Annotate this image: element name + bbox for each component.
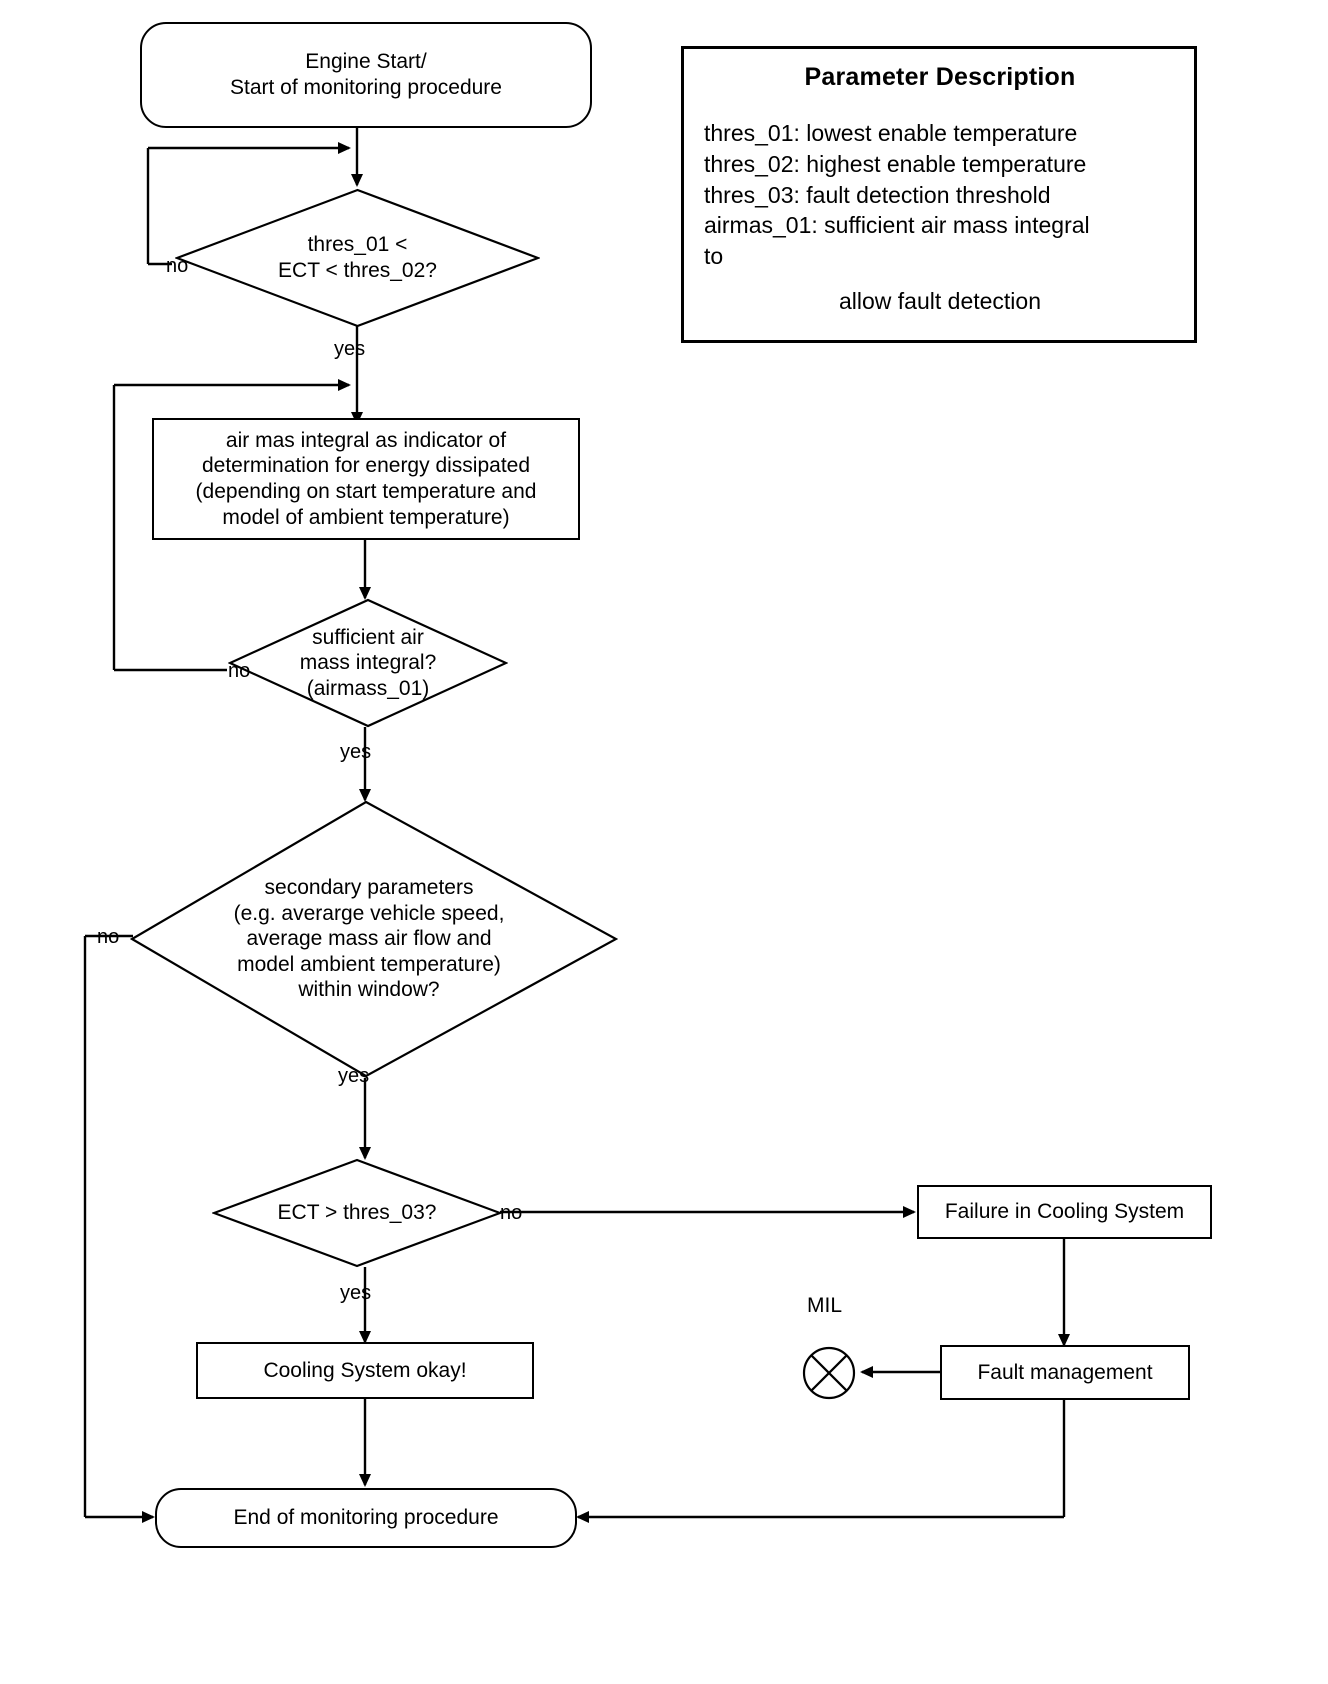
legend-line-4: airmas_01: sufficient air mass integral	[704, 212, 1090, 239]
edge-label-airmass-no: no	[228, 660, 251, 682]
start-line-2: Start of monitoring procedure	[230, 76, 502, 99]
circle-with-x-icon	[802, 1346, 856, 1400]
edge-label-secondary-yes: yes	[338, 1065, 370, 1087]
diamond-shape	[212, 1158, 502, 1268]
process-airmass-line-1: air mas integral as indicator of	[225, 428, 507, 452]
diamond-shape	[130, 800, 618, 1078]
process-failure-label: Failure in Cooling System	[944, 1200, 1185, 1224]
legend-line-2: thres_02: highest enable temperature	[704, 150, 1087, 177]
legend-line-1: thres_01: lowest enable temperature	[704, 120, 1078, 146]
process-cooling-ok-label: Cooling System okay!	[263, 1358, 467, 1382]
node-process-cooling-system-okay[interactable]: Cooling System okay!	[196, 1342, 534, 1399]
node-process-fault-management[interactable]: Fault management	[940, 1345, 1190, 1400]
node-process-airmass-integral[interactable]: air mas integral as indicator of determi…	[152, 418, 580, 540]
process-airmass-line-3: (depending on start temperature and	[195, 480, 537, 503]
mil-label: MIL	[807, 1294, 843, 1317]
legend-line-3: thres_03: fault detection threshold	[704, 181, 1051, 208]
process-airmass-line-4: model of ambient temperature)	[222, 505, 510, 529]
node-decision-secondary-parameters[interactable]: secondary parameters (e.g. averarge vehi…	[130, 800, 618, 1078]
process-airmass-line-2: determination for energy dissipated	[201, 454, 531, 478]
legend-line-5: to	[704, 243, 724, 270]
diamond-shape	[175, 188, 540, 328]
node-decision-ect-thres03[interactable]: ECT > thres_03?	[212, 1158, 502, 1268]
legend-title: Parameter Description	[804, 63, 1076, 91]
edge-label-thres03-no: no	[500, 1202, 523, 1224]
edge-label-airmass-yes: yes	[340, 741, 372, 763]
mil-indicator[interactable]	[800, 1344, 858, 1402]
legend-line-indented: allow fault detection	[838, 288, 1041, 315]
end-label: End of monitoring procedure	[233, 1506, 499, 1530]
parameter-description-box: Parameter Description thres_01: lowest e…	[681, 46, 1197, 343]
edge-label-ect-window-no: no	[166, 255, 189, 277]
process-fault-management-label: Fault management	[977, 1360, 1153, 1384]
node-end-terminator[interactable]: End of monitoring procedure	[155, 1488, 577, 1548]
node-decision-ect-window[interactable]: thres_01 < ECT < thres_02?	[175, 188, 540, 328]
diamond-shape	[228, 598, 508, 728]
edge-label-ect-window-yes: yes	[334, 338, 366, 360]
node-decision-airmass[interactable]: sufficient air mass integral? (airmass_0…	[228, 598, 508, 728]
start-line-1: Engine Start/	[305, 50, 427, 74]
edge-label-thres03-yes: yes	[340, 1282, 372, 1304]
edge-label-secondary-no: no	[97, 926, 120, 948]
node-start-terminator[interactable]: Engine Start/ Start of monitoring proced…	[140, 22, 592, 128]
node-process-failure-cooling-system[interactable]: Failure in Cooling System	[917, 1185, 1212, 1239]
